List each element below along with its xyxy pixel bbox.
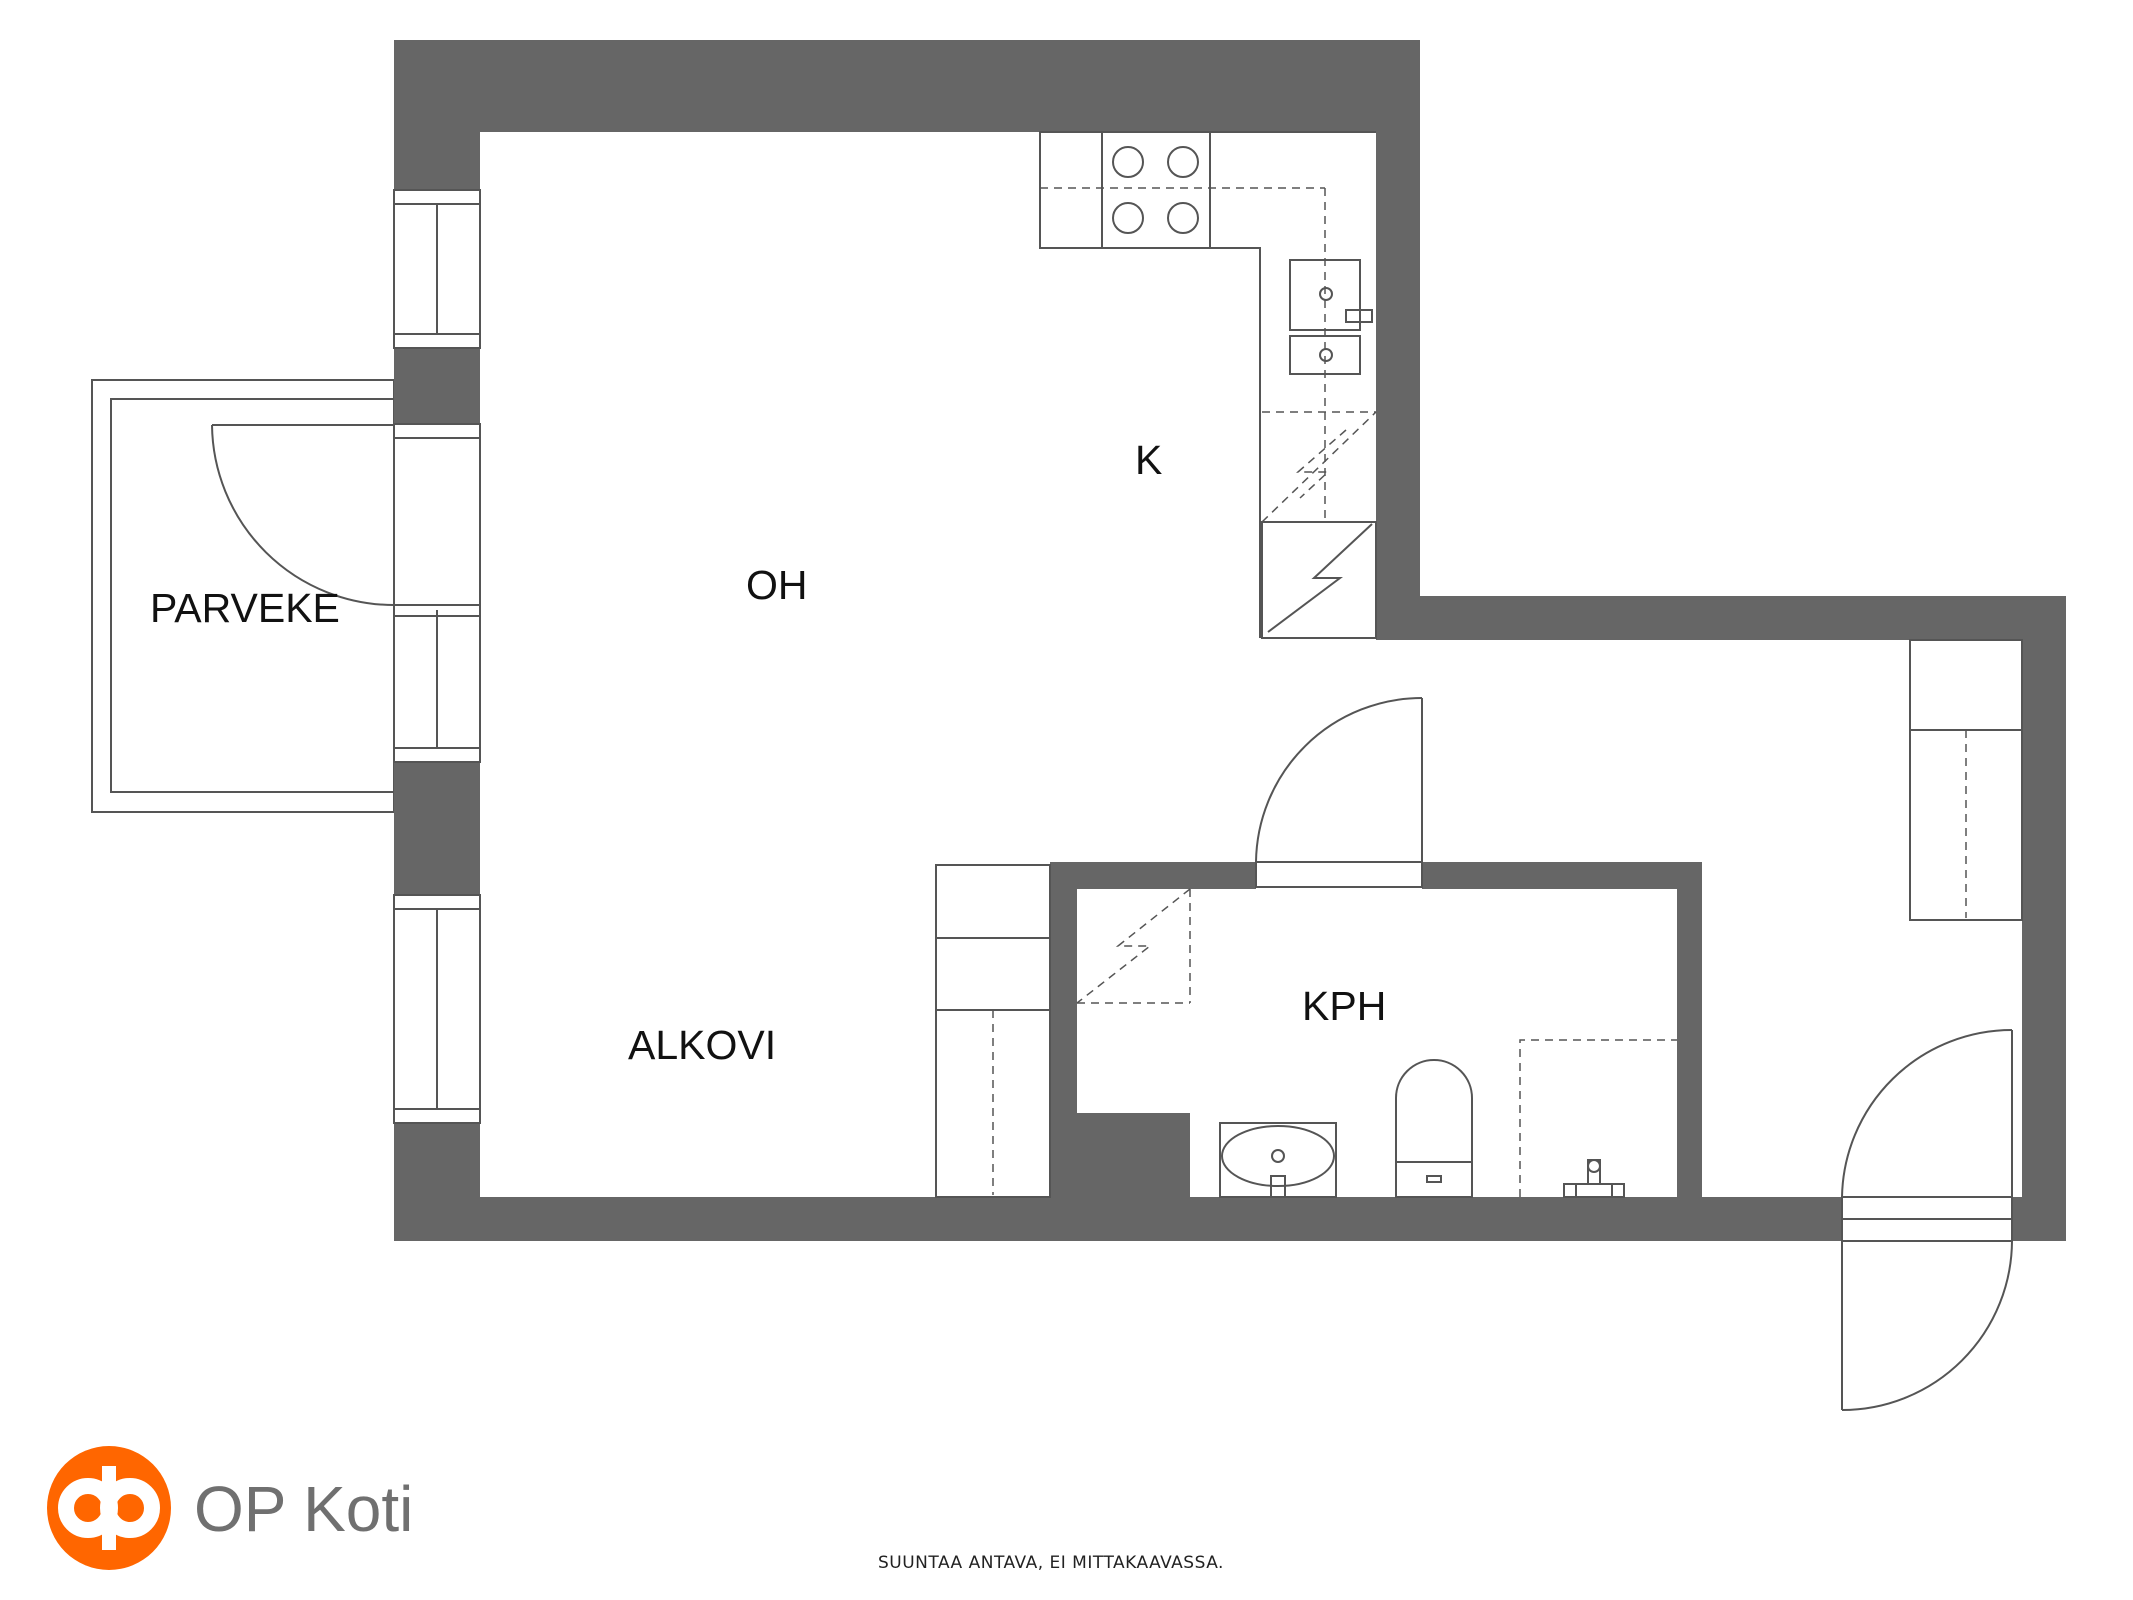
room-label-kph: KPH xyxy=(1302,983,1386,1029)
kitchen-counter xyxy=(1039,131,1377,639)
scale-disclaimer: SUUNTAA ANTAVA, EI MITTAKAAVASSA. xyxy=(878,1553,1224,1573)
room-label-k: K xyxy=(1135,437,1162,483)
walls xyxy=(394,40,2066,1241)
sink-icon xyxy=(1319,287,1333,362)
entrance-door-swing-inner xyxy=(1841,1029,2013,1198)
room-label-alkovi: ALKOVI xyxy=(628,1022,776,1068)
washbasin-icon xyxy=(1219,1122,1337,1198)
room-label-parveke: PARVEKE xyxy=(150,585,340,631)
balcony-door-swing xyxy=(211,424,395,606)
kitchen-cabinet-zigzag-icon xyxy=(1296,429,1347,499)
kitchen-dashed-lines xyxy=(1040,187,1377,523)
brand-name: OP Koti xyxy=(194,1473,413,1545)
bathroom-door-swing xyxy=(1255,697,1423,863)
shower-tap-icon xyxy=(1563,1159,1625,1198)
bathroom-dashed-lines xyxy=(1076,888,1677,1197)
fridge-zigzag-icon xyxy=(1267,523,1373,633)
windows xyxy=(393,189,481,1124)
bathroom-door-opening xyxy=(1255,861,1423,888)
toilet-icon xyxy=(1395,1059,1473,1198)
op-logo-icon xyxy=(47,1446,171,1570)
entrance-door-swing-outer xyxy=(1841,1240,2013,1411)
stove-icon xyxy=(1112,146,1199,234)
room-label-oh: OH xyxy=(746,562,808,608)
wardrobe-alkovi xyxy=(935,864,1051,1198)
